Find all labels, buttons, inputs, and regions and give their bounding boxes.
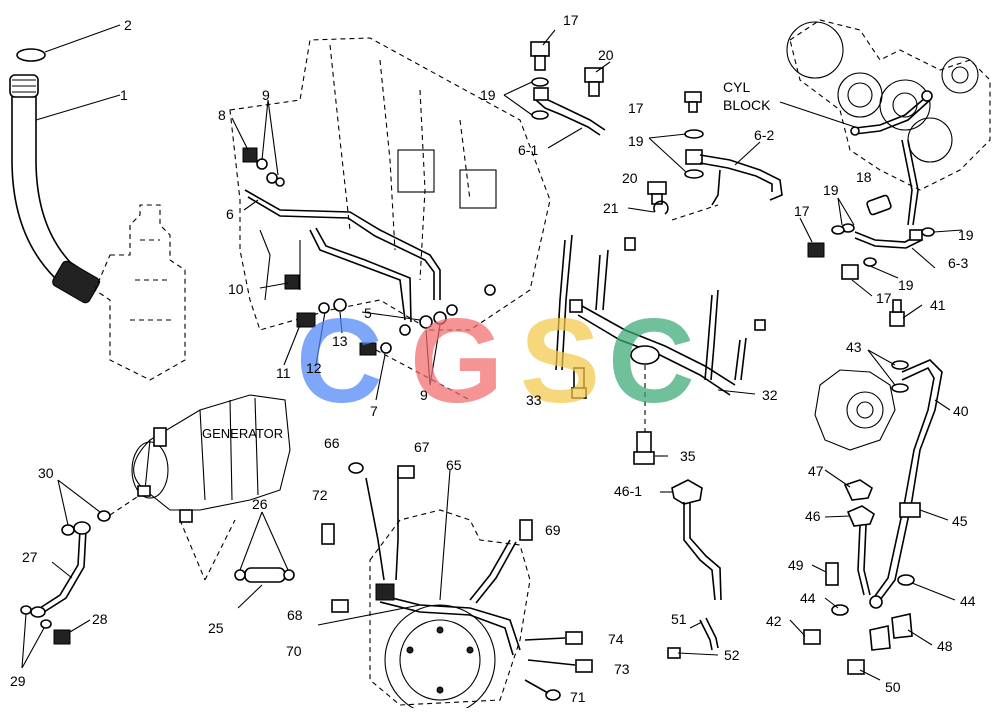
label-6-3: 6-3 [948,255,968,271]
label-5: 5 [364,305,372,321]
label-69: 69 [545,522,561,538]
label-6: 6 [226,206,234,222]
oil-pipe-6-part [244,189,441,300]
part-number-labels: 1 2 5 6 7 8 9 9 10 11 12 13 17 17 17 17 … [10,12,976,705]
label-45: 45 [952,513,968,529]
callout-labels: CYL BLOCK GENERATOR [202,79,771,441]
pipe-fittings-group [503,29,783,221]
label-29: 29 [10,673,26,689]
label-11: 11 [276,365,291,381]
watermark: C G S C [296,294,695,428]
label-50: 50 [885,679,901,695]
label-49: 49 [788,557,804,573]
cyl-block-label-line2: BLOCK [723,97,771,113]
watermark-letter-c2: C [608,294,695,428]
oil-filler-tube-group [9,24,186,381]
label-19d: 19 [958,227,974,243]
label-32: 32 [762,387,778,403]
label-71: 71 [570,689,586,705]
label-17c: 17 [794,203,810,219]
label-43: 43 [846,339,862,355]
label-70: 70 [286,643,302,659]
label-42: 42 [766,613,782,629]
label-19e: 19 [898,277,914,293]
label-67: 67 [414,439,430,455]
generator-group [20,394,295,669]
label-6-1: 6-1 [518,142,538,158]
drain-pipe-group [660,479,722,659]
filler-tube-part [11,95,91,301]
cyl-block-label-line1: CYL [723,79,750,95]
label-47: 47 [808,463,824,479]
label-40: 40 [953,403,969,419]
label-19c: 19 [823,182,839,198]
label-19b: 19 [628,133,644,149]
turbo-oil-pipe-group [789,299,956,681]
label-17d: 17 [876,290,892,306]
watermark-letter-s: S [520,294,600,428]
label-12: 12 [306,360,322,376]
label-10: 10 [228,281,244,297]
label-44b: 44 [960,593,976,609]
label-13: 13 [332,333,348,349]
label-26: 26 [252,496,268,512]
label-6-2: 6-2 [754,127,774,143]
label-18: 18 [856,169,872,185]
label-9a: 9 [262,87,270,103]
label-30: 30 [38,465,54,481]
label-46-1: 46-1 [614,483,642,499]
label-19a: 19 [480,87,496,103]
flywheel-housing-group [317,462,593,713]
label-20b: 20 [622,170,638,186]
label-21: 21 [603,200,619,216]
filler-cap-part [16,48,46,62]
label-68: 68 [287,607,303,623]
label-48: 48 [937,638,953,654]
label-44a: 44 [800,590,816,606]
label-35: 35 [680,448,696,464]
label-17a: 17 [563,12,579,28]
label-66: 66 [324,435,340,451]
label-17b: 17 [628,100,644,116]
label-27: 27 [22,549,38,565]
label-72: 72 [312,487,328,503]
label-73: 73 [614,661,630,677]
label-25: 25 [208,620,224,636]
label-74: 74 [608,631,624,647]
label-9b: 9 [420,387,428,403]
bracket-group [555,234,766,465]
label-46: 46 [805,508,821,524]
watermark-letter-g: G [410,294,503,428]
label-52: 52 [724,647,740,663]
cyl-block-assembly-group [779,19,991,297]
watermark-letter-c1: C [296,294,383,428]
label-28: 28 [92,611,108,627]
label-2: 2 [124,17,132,33]
generator-label: GENERATOR [202,426,283,441]
label-20a: 20 [598,47,614,63]
label-1: 1 [120,87,128,103]
label-7: 7 [370,403,378,419]
label-51: 51 [671,611,687,627]
label-65: 65 [446,457,462,473]
cylinder-block-group [229,37,551,401]
label-8: 8 [218,107,226,123]
label-41: 41 [930,297,946,313]
label-33: 33 [526,392,542,408]
